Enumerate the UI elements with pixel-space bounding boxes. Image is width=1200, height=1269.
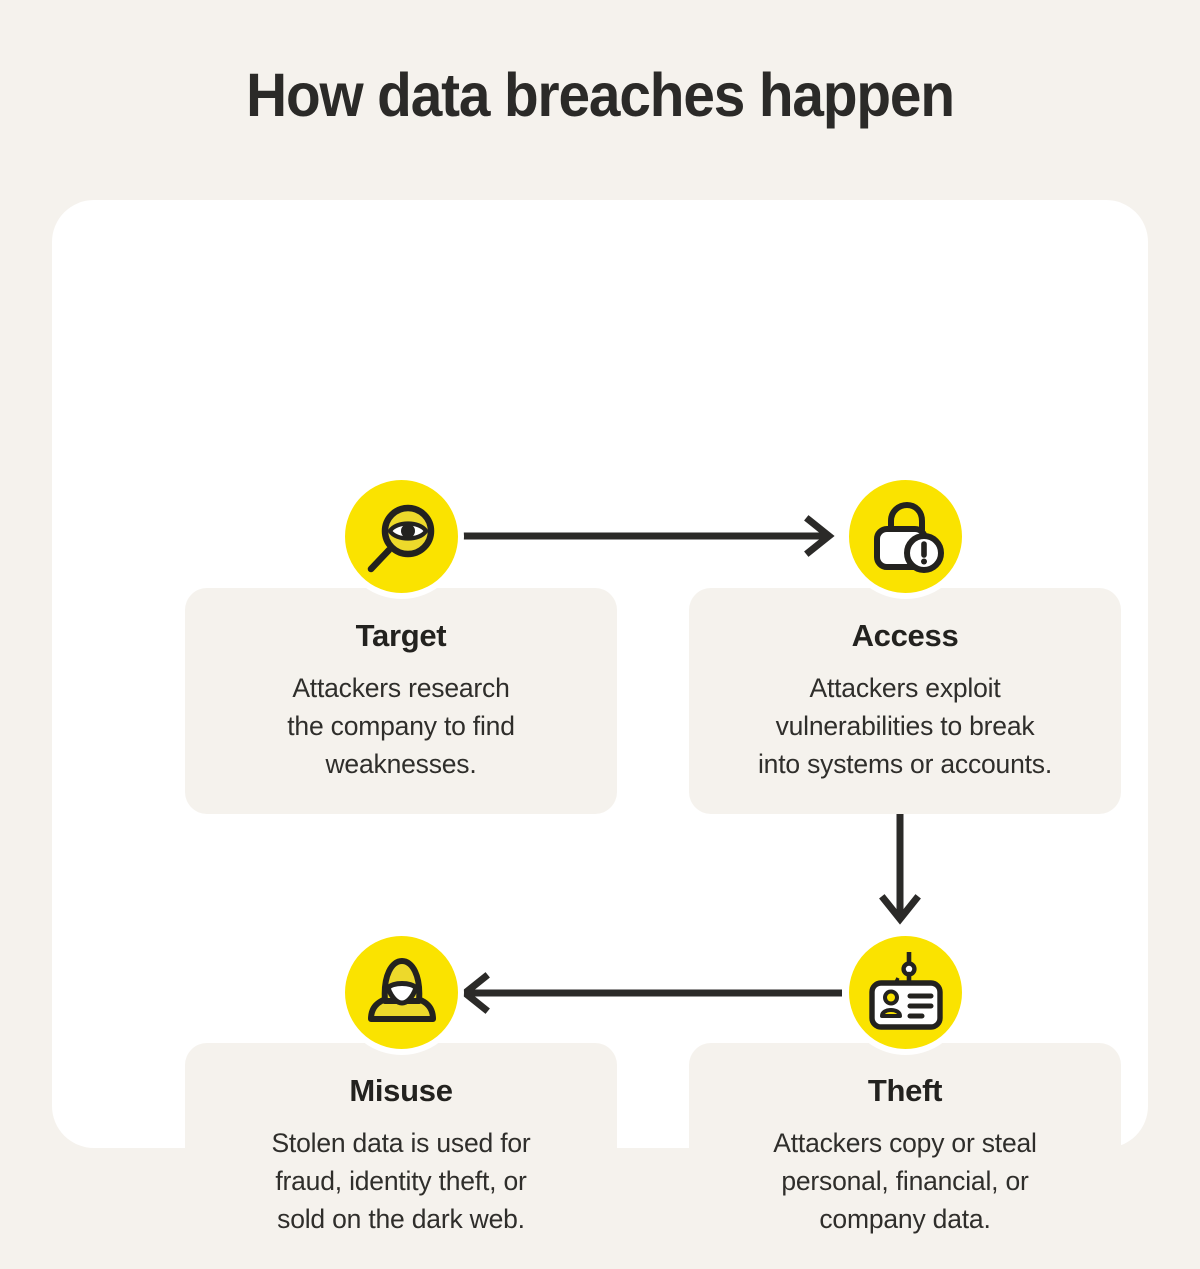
page-title: How data breaches happen bbox=[246, 61, 955, 129]
card-title-misuse: Misuse bbox=[349, 1073, 453, 1108]
phishing-hook-id-card-icon bbox=[843, 930, 968, 1055]
arrow-access-to-theft bbox=[879, 814, 921, 925]
card-description-misuse: Stolen data is used for fraud, identity … bbox=[271, 1128, 531, 1235]
card-title-theft: Theft bbox=[867, 1073, 943, 1108]
card-description-target: Attackers research the company to find w… bbox=[287, 673, 515, 780]
arrow-theft-to-misuse bbox=[459, 972, 842, 1014]
step-card-misuse: Misuse Stolen data is used for fraud, id… bbox=[185, 1043, 617, 1269]
step-card-theft: Theft Attackers copy or steal personal, … bbox=[689, 1043, 1121, 1269]
step-card-target: Target Attackers research the company to… bbox=[185, 588, 617, 814]
step-card-access: Access Attackers exploit vulnerabilities… bbox=[689, 588, 1121, 814]
card-title-target: Target bbox=[355, 618, 447, 653]
card-title-access: Access bbox=[851, 618, 959, 653]
flow-diagram-panel: Target Attackers research the company to… bbox=[52, 200, 1148, 1269]
arrow-target-to-access bbox=[452, 515, 835, 557]
hooded-figure-icon bbox=[339, 930, 464, 1055]
card-description-theft: Attackers copy or steal personal, financ… bbox=[773, 1128, 1037, 1235]
open-padlock-alert-icon bbox=[843, 474, 968, 599]
magnifier-eye-icon bbox=[339, 474, 464, 599]
card-description-access: Attackers exploit vulnerabilities to bre… bbox=[758, 673, 1052, 780]
